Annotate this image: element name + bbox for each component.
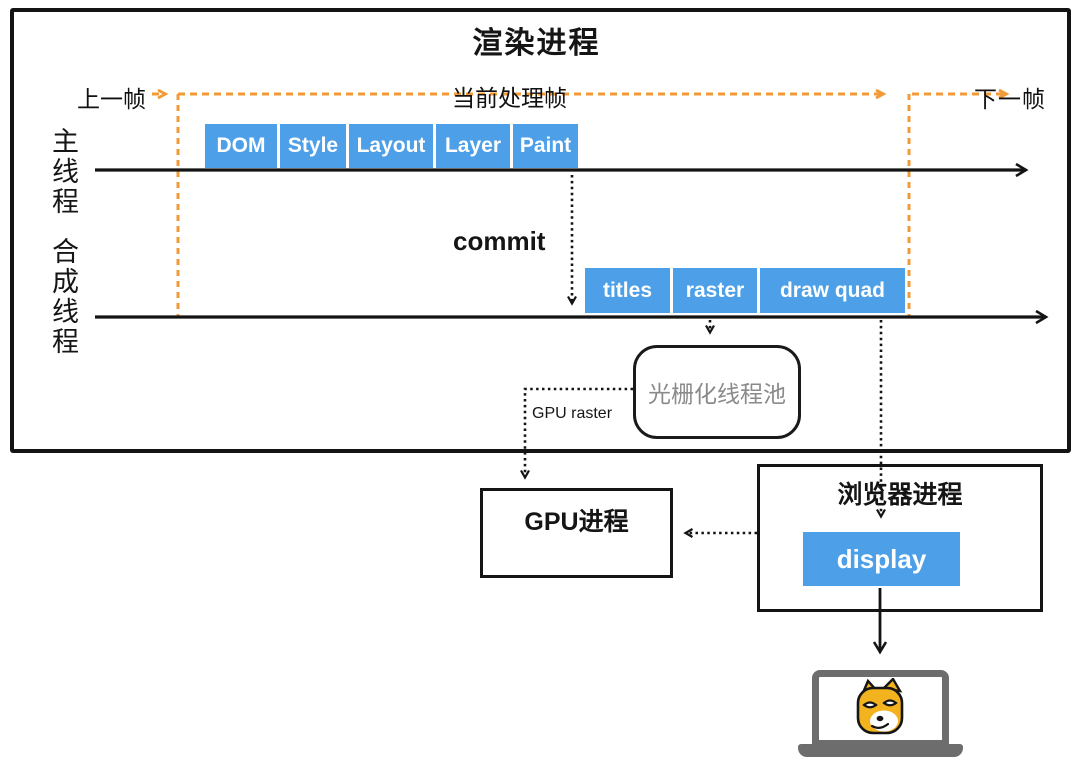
task-dom: DOM — [205, 124, 277, 168]
display-box: display — [803, 532, 960, 586]
browser-process-box: 浏览器进程 — [757, 464, 1043, 612]
laptop-base — [798, 744, 963, 757]
task-draw-quad: draw quad — [760, 268, 905, 313]
doge-face-icon — [856, 678, 904, 735]
raster-pool-box: 光栅化线程池 — [633, 345, 801, 439]
prev-frame-label: 上一帧 — [77, 87, 146, 112]
pool-to-gpu-arrow — [520, 387, 633, 480]
raster-pool-label: 光栅化线程池 — [648, 382, 786, 407]
gpu-process-label: GPU进程 — [524, 508, 629, 536]
gpu-process-box: GPU进程 — [480, 488, 673, 578]
task-style: Style — [280, 124, 346, 168]
next-frame-label: 下一帧 — [974, 87, 1046, 112]
compositor-thread-label: 合成线程 — [48, 237, 78, 357]
render-process-box — [10, 8, 1071, 453]
render-process-title: 渲染进程 — [472, 27, 601, 60]
browser-process-label: 浏览器进程 — [837, 481, 963, 509]
task-paint: Paint — [513, 124, 578, 168]
gpu-raster-label: GPU raster — [532, 405, 613, 422]
task-raster: raster — [673, 268, 757, 313]
commit-label: commit — [453, 226, 546, 256]
task-titles: titles — [585, 268, 670, 313]
main-thread-label: 主线程 — [48, 127, 78, 217]
task-layout: Layout — [349, 124, 433, 168]
current-frame-label: 当前处理帧 — [452, 86, 567, 111]
task-layer: Layer — [436, 124, 510, 168]
